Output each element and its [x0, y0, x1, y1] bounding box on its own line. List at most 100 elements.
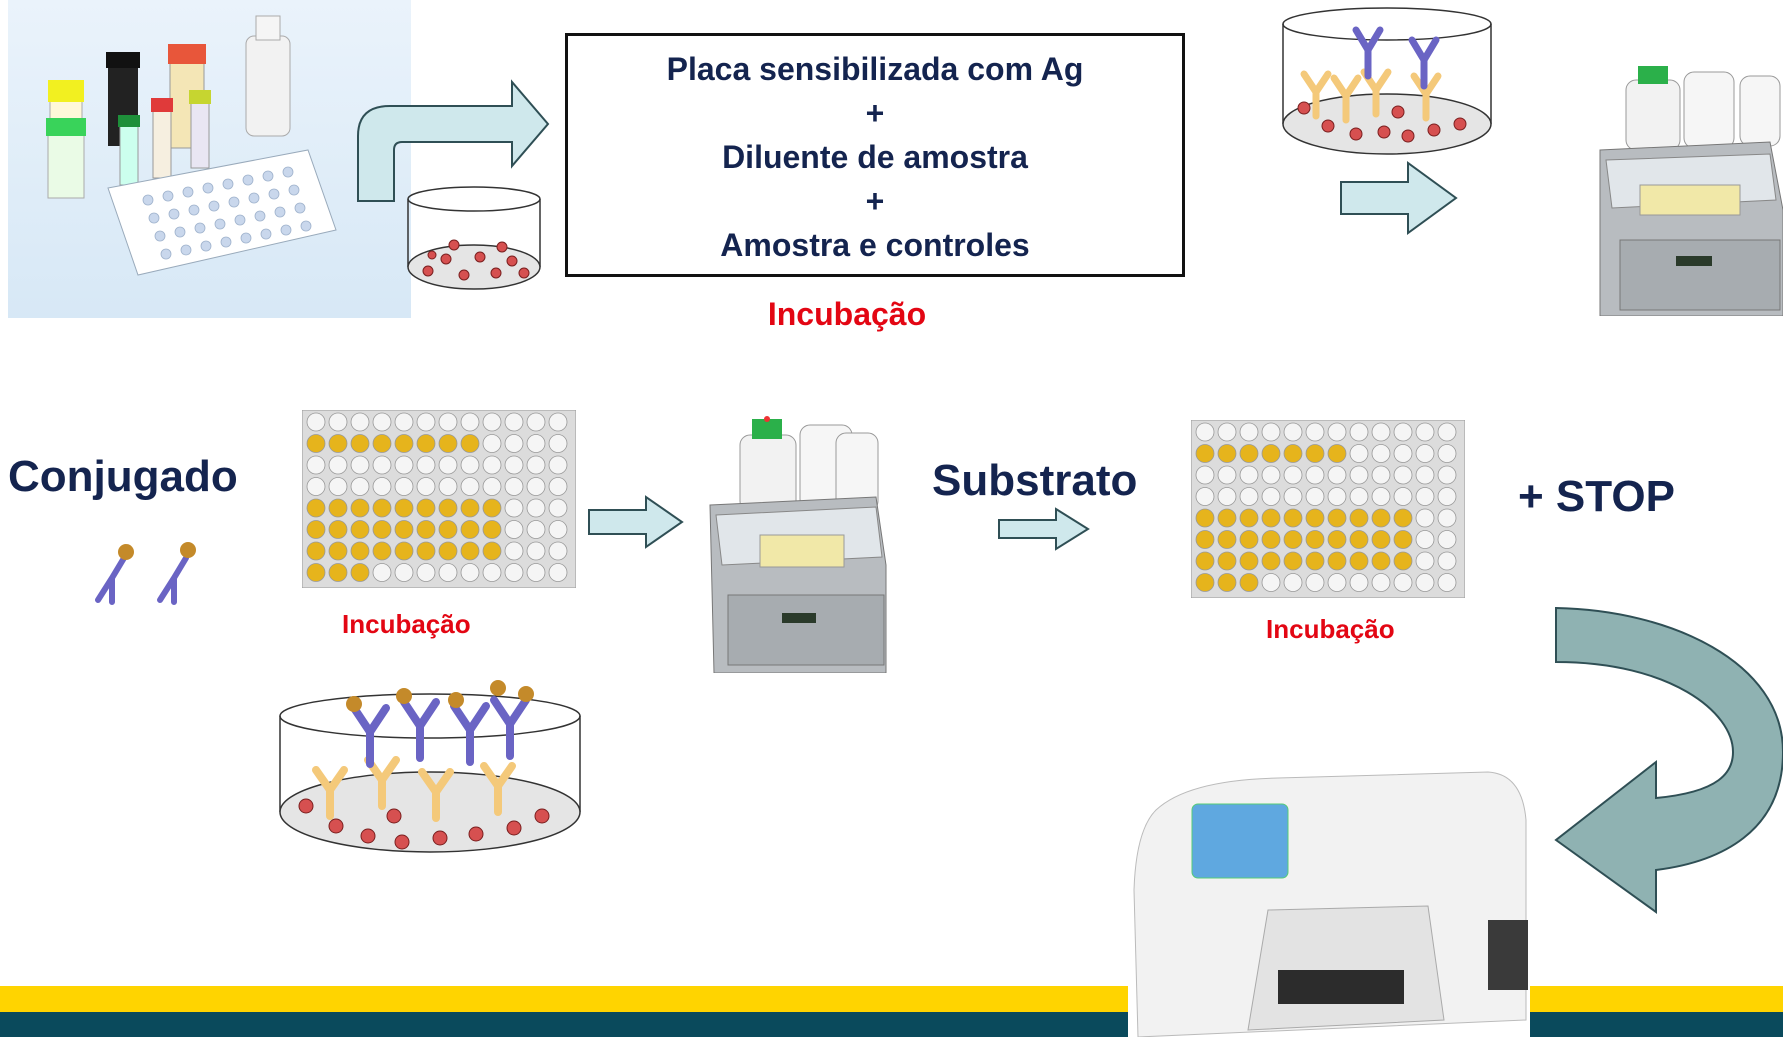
well-with-antigen-icon	[407, 186, 541, 290]
well	[438, 563, 458, 582]
well	[416, 412, 436, 432]
well	[1393, 422, 1413, 442]
well	[438, 498, 458, 518]
well	[548, 434, 568, 453]
well	[504, 498, 524, 518]
arrow-right-icon	[1340, 161, 1458, 235]
well	[1195, 551, 1215, 571]
well	[328, 520, 348, 539]
well	[350, 541, 370, 561]
well	[460, 541, 480, 561]
well	[1393, 444, 1413, 463]
well	[438, 412, 458, 432]
well	[1415, 422, 1435, 442]
incubation-label-top: Incubação	[767, 296, 927, 332]
curved-arrow-icon	[1554, 606, 1783, 914]
well	[1415, 465, 1435, 485]
well	[548, 541, 568, 561]
well	[394, 498, 414, 518]
well	[350, 563, 370, 582]
well	[548, 412, 568, 432]
well	[1305, 444, 1325, 463]
well	[306, 563, 326, 582]
protocol-plus-1: +	[865, 95, 885, 131]
well	[350, 477, 370, 496]
well	[1393, 487, 1413, 506]
well	[394, 520, 414, 539]
well	[1437, 508, 1457, 528]
plate-washer-middle	[709, 416, 887, 673]
protocol-line-diluent: Diluente de amostra	[722, 139, 1028, 175]
well	[1195, 487, 1215, 506]
well	[1239, 508, 1259, 528]
well	[1217, 422, 1237, 442]
well	[504, 520, 524, 539]
well	[1239, 573, 1259, 592]
well	[1283, 422, 1303, 442]
well	[306, 498, 326, 518]
stop-label: + STOP	[1518, 472, 1675, 521]
well	[526, 498, 546, 518]
well	[394, 477, 414, 496]
well	[1261, 422, 1281, 442]
well	[1305, 465, 1325, 485]
well	[1349, 530, 1369, 549]
well	[350, 455, 370, 475]
well	[548, 563, 568, 582]
well	[1371, 530, 1391, 549]
well	[328, 477, 348, 496]
well	[548, 477, 568, 496]
elisa-kit-image	[8, 0, 411, 318]
well	[372, 498, 392, 518]
well	[350, 520, 370, 539]
plate-reader	[1133, 771, 1528, 1037]
footer-teal-bar-right	[1530, 1012, 1783, 1037]
well	[1437, 422, 1457, 442]
well	[306, 541, 326, 561]
well	[306, 412, 326, 432]
well	[1393, 573, 1413, 592]
well	[1195, 444, 1215, 463]
well	[504, 412, 524, 432]
well	[482, 477, 502, 496]
well	[1349, 573, 1369, 592]
well	[526, 477, 546, 496]
well	[482, 498, 502, 518]
protocol-box: Placa sensibilizada com Ag + Diluente de…	[565, 33, 1185, 277]
footer-yellow-bar-left	[0, 986, 1128, 1012]
well	[1415, 551, 1435, 571]
well	[460, 498, 480, 518]
well	[1261, 551, 1281, 571]
well	[1393, 508, 1413, 528]
well	[482, 520, 502, 539]
well	[1327, 508, 1347, 528]
well	[1371, 444, 1391, 463]
microplate-yellow-left	[302, 410, 576, 588]
well	[1239, 487, 1259, 506]
well	[328, 541, 348, 561]
well	[548, 520, 568, 539]
well	[306, 455, 326, 475]
well	[328, 412, 348, 432]
well	[438, 455, 458, 475]
well	[504, 455, 524, 475]
well	[1195, 422, 1215, 442]
well	[504, 541, 524, 561]
well	[372, 455, 392, 475]
well	[328, 563, 348, 582]
well	[1305, 508, 1325, 528]
well	[416, 434, 436, 453]
well	[1217, 465, 1237, 485]
well	[1261, 465, 1281, 485]
well	[1437, 444, 1457, 463]
well	[306, 520, 326, 539]
well	[1371, 508, 1391, 528]
well	[1283, 487, 1303, 506]
microplate-yellow-right	[1191, 420, 1465, 598]
well	[350, 498, 370, 518]
well	[504, 563, 524, 582]
well	[1283, 530, 1303, 549]
well	[416, 563, 436, 582]
well	[1283, 551, 1303, 571]
well	[1327, 465, 1347, 485]
